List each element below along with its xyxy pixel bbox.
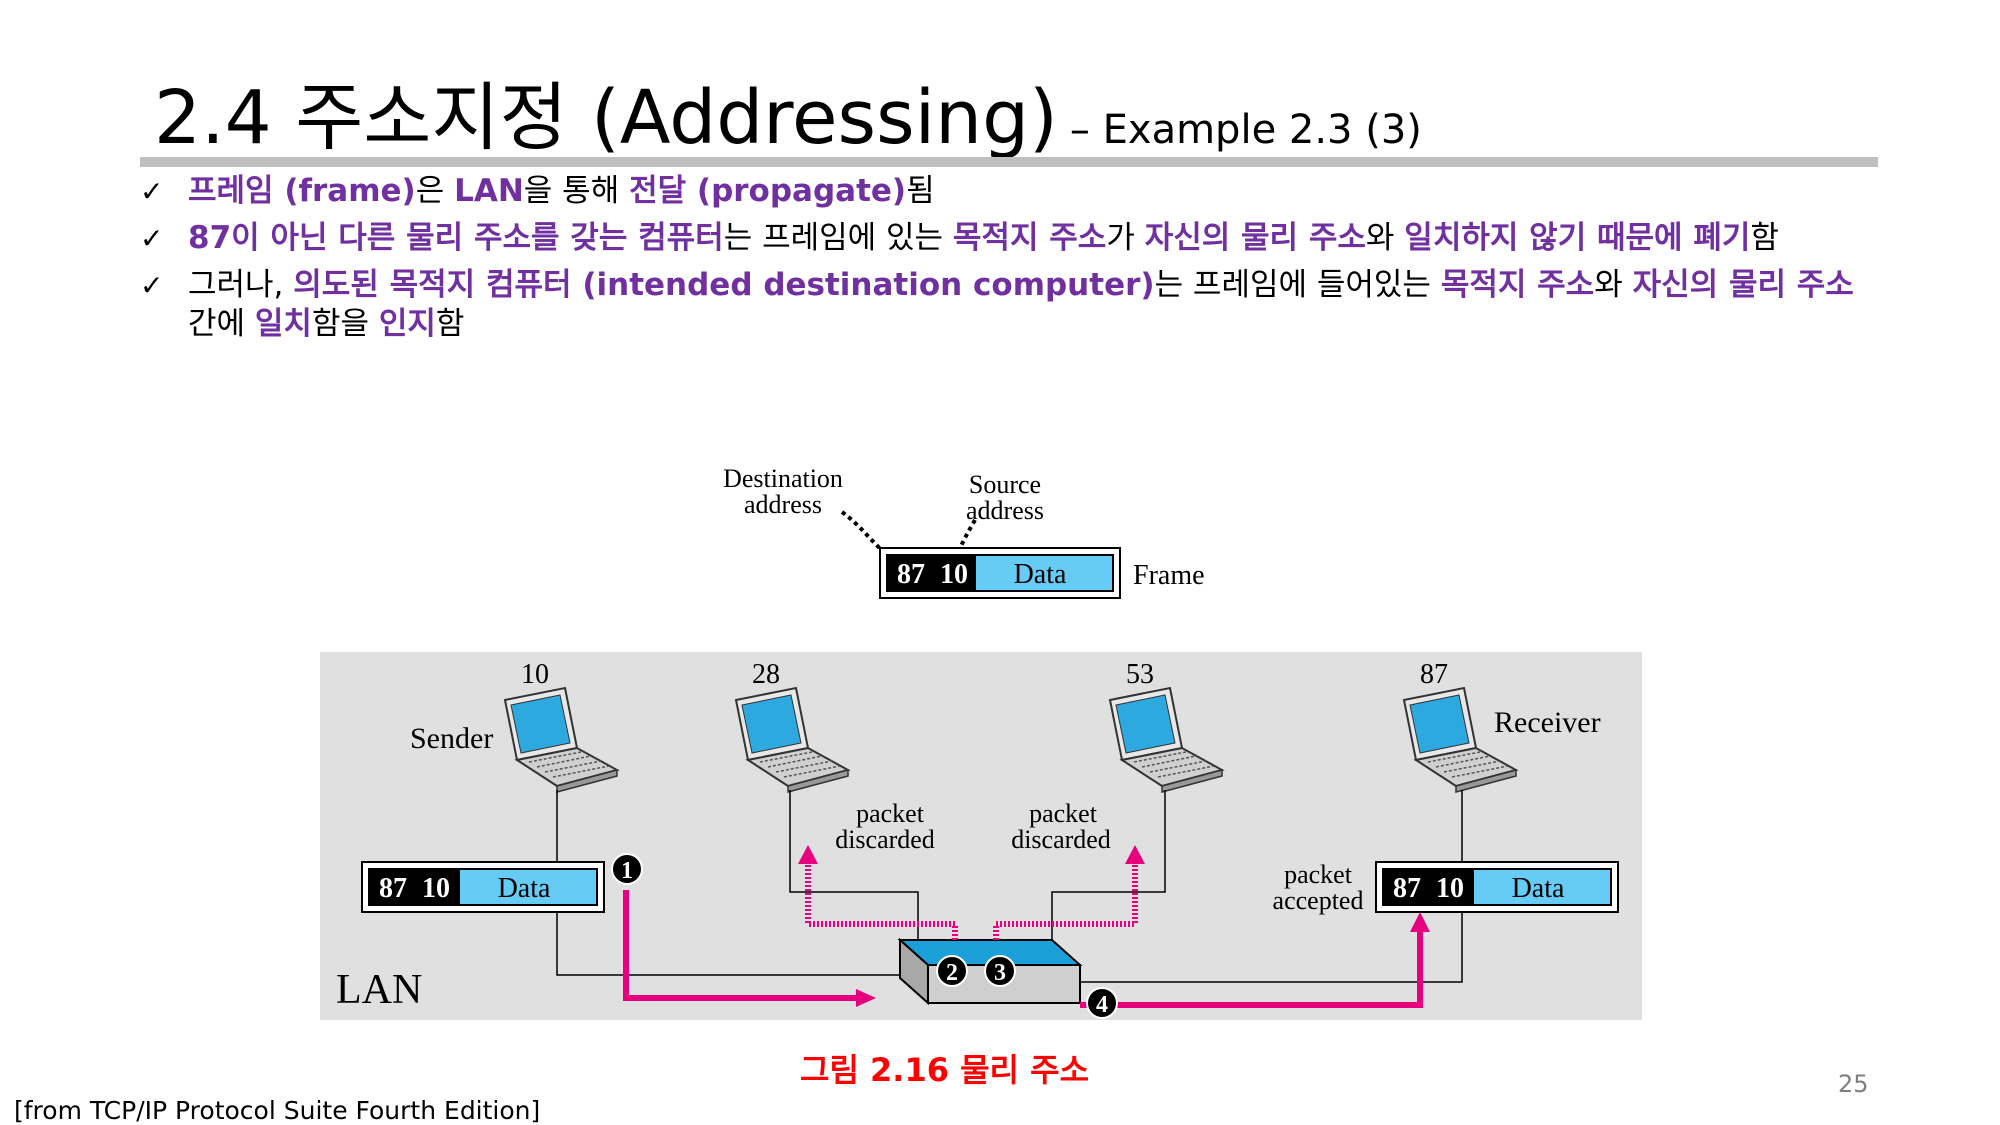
accept-label-b: accepted	[1273, 886, 1364, 915]
frame-src-addr: 10	[940, 559, 968, 590]
dest-address-label-2: address	[744, 490, 822, 519]
src-address-label-2: address	[966, 496, 1044, 525]
accept-label: packet	[1284, 860, 1353, 889]
bullet-seg: 목적지 주소	[952, 220, 1107, 256]
title-main: 2.4 주소지정 (Addressing)	[154, 75, 1058, 161]
step-num: 1	[621, 858, 633, 884]
bullet-seg: 자신의 물리 주소	[1632, 267, 1854, 303]
lan-label: LAN	[336, 967, 422, 1013]
signal-paths	[623, 860, 1423, 1008]
step-num: 4	[1096, 992, 1108, 1018]
step-num: 3	[994, 960, 1006, 986]
bullet-seg: 그러나,	[188, 267, 294, 303]
arrow-heads	[798, 845, 1430, 1007]
receiver-frame-data: Data	[1512, 873, 1565, 904]
frame-label: Frame	[1133, 560, 1205, 591]
bullet-seg: 와	[1594, 267, 1633, 303]
bullet-list: ✓ 프레임 (frame)은 LAN을 통해 전달 (propagate)됨 ✓…	[140, 172, 1880, 352]
bullet-seg: 일치	[254, 306, 312, 342]
bullet-seg: 는 프레임에 들어있는	[1154, 267, 1441, 303]
check-icon: ✓	[140, 222, 164, 255]
sender-frame-data: Data	[498, 873, 551, 904]
dest-pointer	[840, 510, 887, 555]
title-divider	[140, 157, 1878, 167]
bullet-seg: 됨	[906, 173, 935, 209]
receiver-frame-dest: 87	[1393, 873, 1421, 904]
bullet-seg: 87이 아닌 다른 물리 주소를 갖는 컴퓨터	[188, 220, 724, 256]
step-num: 2	[946, 960, 958, 986]
bullet-seg: 함	[435, 306, 465, 342]
step-2: 2	[936, 955, 968, 987]
bullet-seg: 간에	[188, 306, 255, 342]
step-1: 1	[611, 853, 643, 885]
bullet-seg: 와	[1365, 220, 1405, 256]
source-citation: [from TCP/IP Protocol Suite Fourth Editi…	[14, 1096, 541, 1125]
src-address-label: Source	[969, 470, 1041, 499]
bullet-seg: 자신의 물리 주소	[1144, 220, 1366, 256]
bullet-seg: 의도된 목적지 컴퓨터 (intended destination comput…	[293, 267, 1155, 303]
sender-label: Sender	[410, 722, 493, 755]
receiver-frame-src: 10	[1436, 873, 1464, 904]
bullet-seg: 가	[1106, 220, 1145, 256]
title-sub: – Example 2.3 (3)	[1069, 107, 1422, 153]
check-icon: ✓	[140, 175, 164, 208]
bullet-seg: 목적지 주소	[1440, 267, 1595, 303]
bullet-seg: 인지	[378, 306, 436, 342]
discard-label-1: packet	[856, 799, 925, 828]
bullet-seg: 전달 (propagate)	[629, 173, 907, 209]
discard-label-1b: discarded	[835, 825, 935, 854]
sender-frame-src: 10	[422, 873, 450, 904]
station-addr-28: 28	[752, 659, 780, 690]
bullet-seg: 을 통해	[523, 173, 630, 209]
station-addr-53: 53	[1126, 659, 1154, 690]
figure-caption: 그림 2.16 물리 주소	[800, 1051, 1090, 1089]
station-addr-10: 10	[521, 659, 549, 690]
frame-data: Data	[1014, 559, 1067, 590]
bullet-seg: 일치하지 않기 때문에 폐기	[1404, 220, 1751, 256]
bullet-item: ✓ 프레임 (frame)은 LAN을 통해 전달 (propagate)됨	[140, 172, 1880, 211]
lan-cables	[556, 790, 1463, 983]
step-4: 4	[1086, 987, 1118, 1019]
slide-title: 2.4 주소지정 (Addressing)– Example 2.3 (3)	[154, 58, 1422, 165]
bullet-item: ✓ 그러나, 의도된 목적지 컴퓨터 (intended destination…	[140, 266, 1880, 344]
bullet-seg: 함을	[311, 306, 379, 342]
frame-dest-addr: 87	[897, 559, 925, 590]
station-addr-87: 87	[1420, 659, 1448, 690]
page-number: 25	[1838, 1070, 1869, 1098]
bullet-seg: 는 프레임에 있는	[723, 220, 953, 256]
receiver-label: Receiver	[1494, 706, 1601, 739]
discard-label-2: packet	[1029, 799, 1098, 828]
check-icon: ✓	[140, 269, 164, 302]
discard-label-2b: discarded	[1011, 825, 1111, 854]
bullet-seg: 은	[415, 173, 455, 209]
sender-frame: 87 10 Data	[361, 861, 605, 913]
dest-address-label: Destination	[723, 464, 843, 493]
receiver-frame: 87 10 Data	[1375, 861, 1619, 913]
bullet-seg: 프레임 (frame)	[188, 173, 416, 209]
bullet-seg: LAN	[454, 173, 524, 209]
sender-frame-dest: 87	[379, 873, 407, 904]
bullet-item: ✓ 87이 아닌 다른 물리 주소를 갖는 컴퓨터는 프레임에 있는 목적지 주…	[140, 219, 1880, 258]
step-3: 3	[984, 955, 1016, 987]
bullet-seg: 함	[1750, 220, 1779, 256]
top-frame: 87 10 Data	[879, 547, 1121, 599]
